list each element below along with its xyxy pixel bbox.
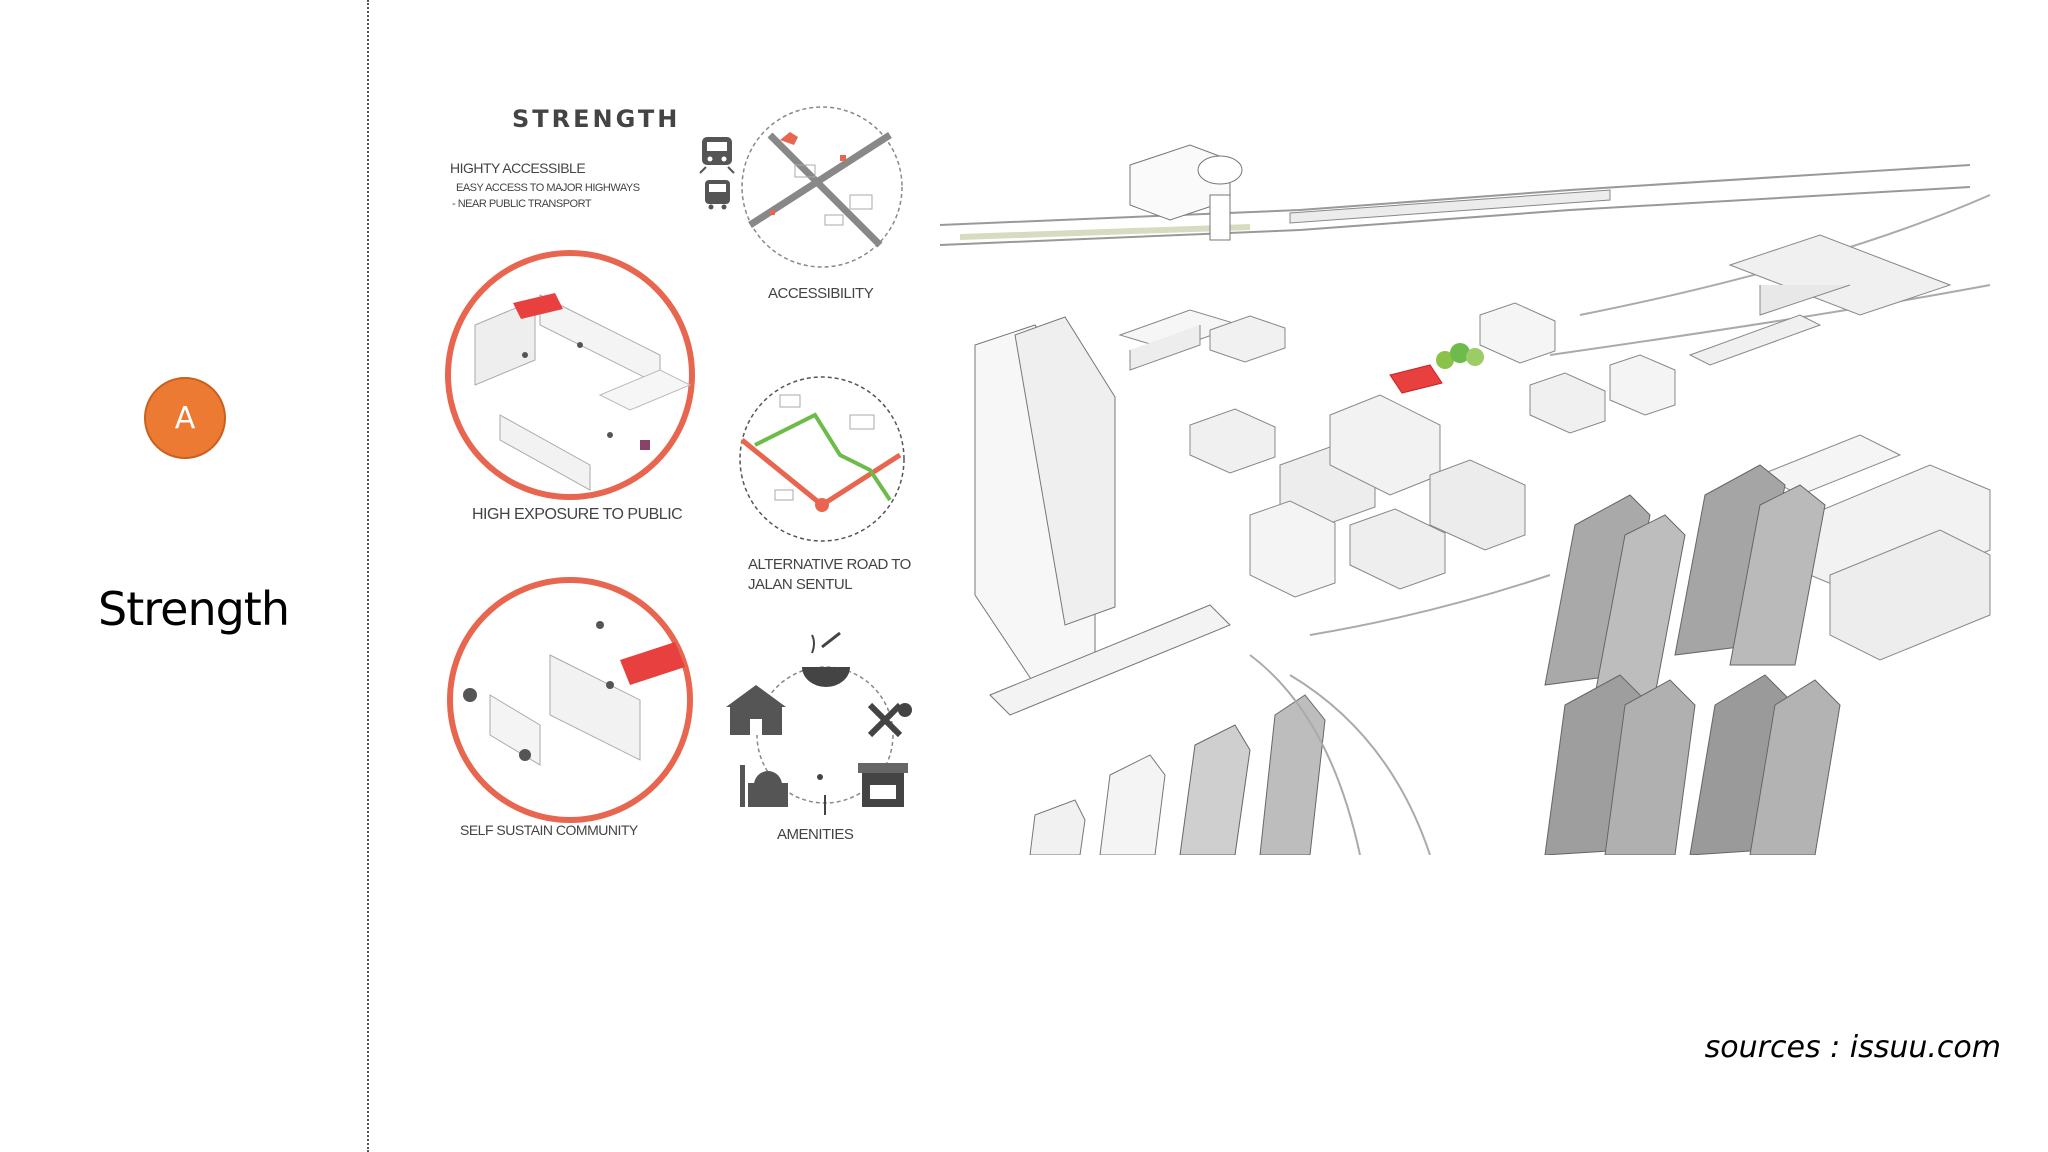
alternative-road-label-2: JALAN SENTUL [748,576,852,593]
section-title: Strength [98,582,290,636]
high-exposure-label: HIGH EXPOSURE TO PUBLIC [472,506,682,523]
vertical-dotted-divider [367,0,369,1152]
accessibility-circle [741,106,903,268]
alternative-road-circle [739,376,905,542]
accessibility-label: ACCESSIBILITY [768,285,874,302]
shop-icon [858,763,908,807]
alternative-road-label-1: ALTERNATIVE ROAD TO [748,556,911,573]
isometric-site-model [939,144,1991,856]
tools-icon [867,702,912,738]
accessibility-note-line-3: - NEAR PUBLIC TRANSPORT [452,198,592,210]
bus-icon [705,180,730,210]
bowl-icon [802,631,850,687]
self-sustain-community-circle [447,577,693,823]
school-icon [726,685,786,735]
mosque-icon [740,765,788,807]
source-citation: sources : issuu.com [1704,1030,2001,1065]
tree-cluster [1436,343,1484,369]
high-exposure-circle [445,250,695,500]
self-sustain-community-label: SELF SUSTAIN COMMUNITY [460,822,639,838]
train-icon [699,137,735,174]
section-badge: A [144,377,226,459]
accessibility-note-line-1: HIGHTY ACCESSIBLE [450,160,585,176]
lamp-post-icon [817,774,826,815]
strength-analysis-figure: STRENGTH HIGHTY ACCESSIBLE EASY ACCESS T… [430,95,1995,856]
figure-heading: STRENGTH [512,105,680,133]
accessibility-note-line-2: EASY ACCESS TO MAJOR HIGHWAYS [456,182,640,194]
amenities-label: AMENITIES [777,826,854,843]
